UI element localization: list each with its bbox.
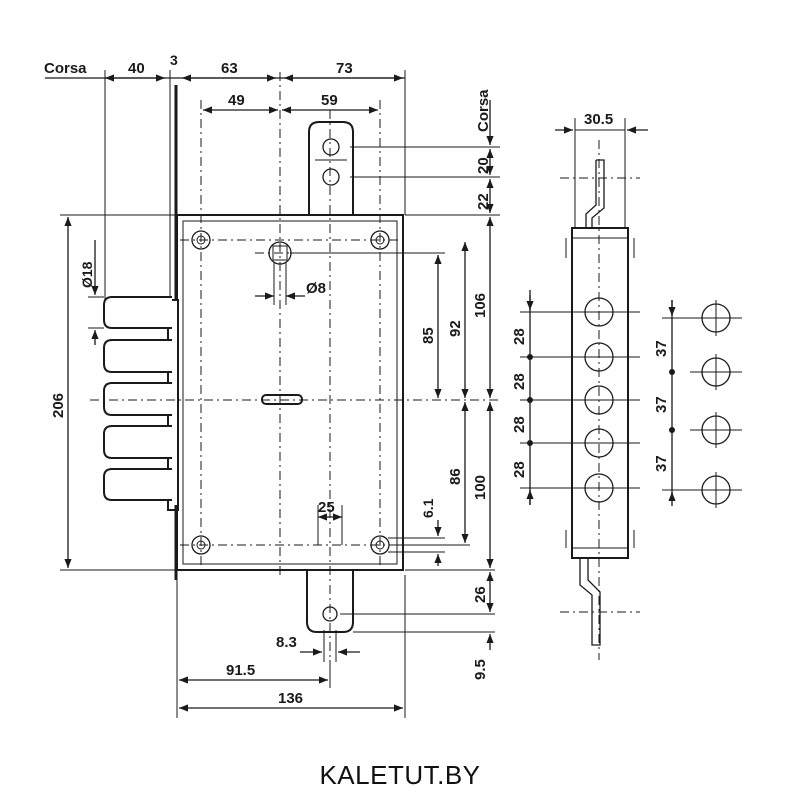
dimension-labels: Corsa 40 3 63 73 49 59 Corsa 20 22 Ø18 Ø… — [44, 52, 670, 707]
label-100: 100 — [472, 475, 489, 500]
label-9-5: 9.5 — [472, 659, 489, 680]
bottom-cam-plate — [306, 569, 354, 633]
label-28-3: 28 — [511, 416, 528, 433]
label-37-2: 37 — [653, 396, 670, 413]
label-59: 59 — [321, 92, 338, 109]
label-106: 106 — [472, 293, 489, 318]
label-28-2: 28 — [511, 373, 528, 390]
lock-bolts — [103, 296, 172, 501]
lock-case — [176, 214, 404, 571]
label-corsa-top: Corsa — [44, 60, 87, 77]
label-86: 86 — [447, 468, 464, 485]
label-63: 63 — [221, 60, 238, 77]
label-30-5: 30.5 — [584, 111, 613, 128]
label-22: 22 — [475, 193, 492, 210]
label-73: 73 — [336, 60, 353, 77]
label-49: 49 — [228, 92, 245, 109]
label-91-5: 91.5 — [226, 662, 255, 679]
side-case — [571, 227, 629, 559]
label-37-1: 37 — [653, 340, 670, 357]
side-view-dimensions — [520, 118, 648, 505]
label-3: 3 — [170, 52, 178, 68]
label-20: 20 — [475, 157, 492, 174]
label-85: 85 — [420, 327, 437, 344]
dimension-lines — [45, 70, 500, 718]
lock-case-inner-edge — [182, 220, 398, 565]
label-206: 206 — [50, 393, 67, 418]
label-28-1: 28 — [511, 328, 528, 345]
label-phi18: Ø18 — [79, 261, 95, 288]
label-6-1: 6.1 — [420, 498, 436, 518]
label-136: 136 — [278, 690, 303, 707]
label-phi8: Ø8 — [306, 280, 326, 297]
hole-pattern — [662, 300, 742, 508]
label-28-4: 28 — [511, 461, 528, 478]
label-40: 40 — [128, 60, 145, 77]
label-corsa-side: Corsa — [475, 89, 492, 132]
label-25: 25 — [318, 499, 335, 516]
label-92: 92 — [447, 320, 464, 337]
lock-body-front-view — [103, 85, 404, 633]
label-26: 26 — [472, 586, 489, 603]
label-37-3: 37 — [653, 455, 670, 472]
watermark-text: KALETUT.BY — [319, 760, 481, 790]
label-8-3: 8.3 — [276, 634, 297, 651]
